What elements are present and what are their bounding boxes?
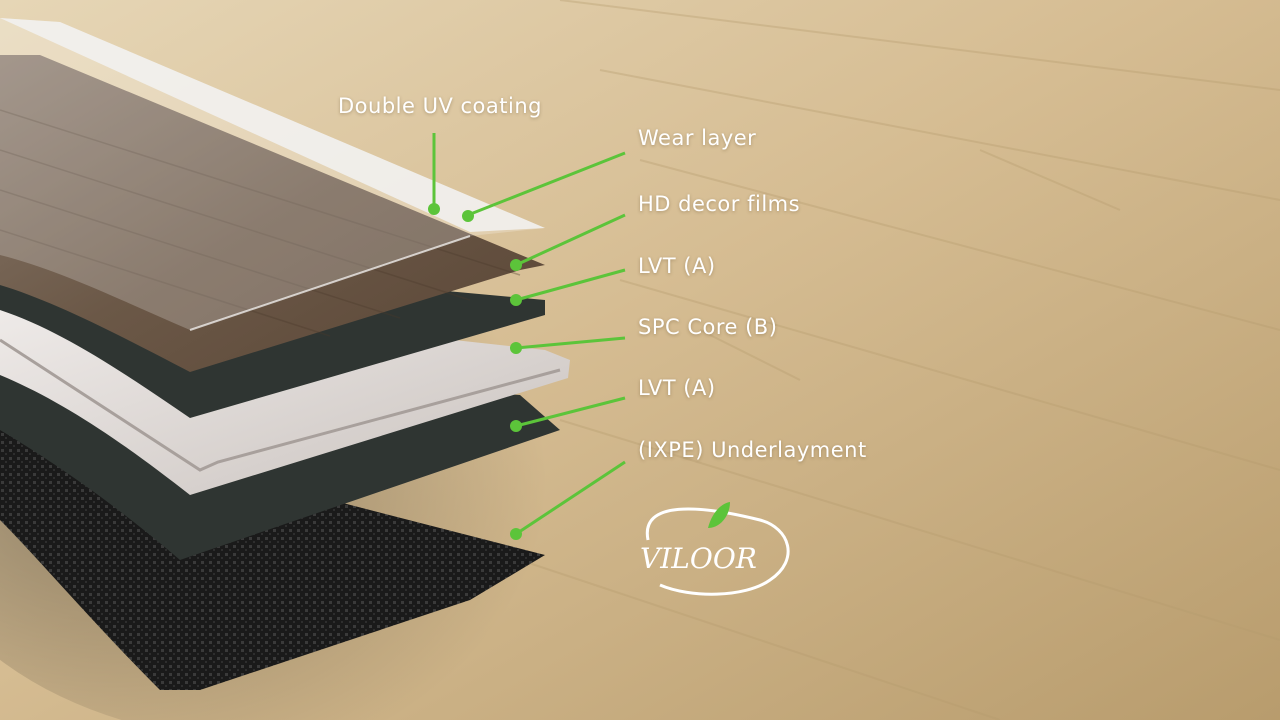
leader-line-spc-core-b xyxy=(515,336,626,350)
label-hd-decor-films: HD decor films xyxy=(638,192,801,216)
label-double-uv-coating: Double UV coating xyxy=(338,94,542,118)
leader-dot-ixpe-underlayment xyxy=(510,528,522,540)
leader-line-ixpe-underlayment xyxy=(515,460,626,536)
leader-line-wear-layer xyxy=(467,151,626,217)
leader-dot-lvt-a-bottom xyxy=(510,420,522,432)
label-spc-core-b: SPC Core (B) xyxy=(638,315,778,339)
leader-dots xyxy=(428,203,522,540)
label-ixpe-underlayment: (IXPE) Underlayment xyxy=(638,438,867,462)
leader-dot-wear-layer xyxy=(462,210,474,222)
click-profile-edge xyxy=(0,338,561,472)
leader-dot-hd-decor-films xyxy=(510,259,522,271)
label-wear-layer: Wear layer xyxy=(638,126,757,150)
logo-text: VILOOR xyxy=(640,542,757,575)
leader-dot-lvt-a-top xyxy=(510,294,522,306)
double-uv-coating-layer xyxy=(0,18,545,232)
leaf-icon xyxy=(708,502,730,528)
leader-line-hd-decor-films xyxy=(515,213,626,267)
logo-swoosh xyxy=(645,507,790,596)
floor-plank-seams xyxy=(519,0,1280,720)
wear-layer-edge xyxy=(189,235,471,331)
leader-dot-spc-core-b xyxy=(510,342,522,354)
leader-line-lvt-a-bottom xyxy=(515,396,626,428)
wear-layer xyxy=(0,18,545,330)
leader-line-lvt-a-top xyxy=(515,268,626,302)
viloor-logo: VILOOR xyxy=(640,502,790,596)
label-lvt-a-top: LVT (A) xyxy=(638,254,716,278)
label-lvt-a-bottom: LVT (A) xyxy=(638,376,716,400)
leader-lines xyxy=(432,133,626,536)
hd-decor-film-layer xyxy=(0,55,545,372)
leader-dot-double-uv-coating xyxy=(428,203,440,215)
